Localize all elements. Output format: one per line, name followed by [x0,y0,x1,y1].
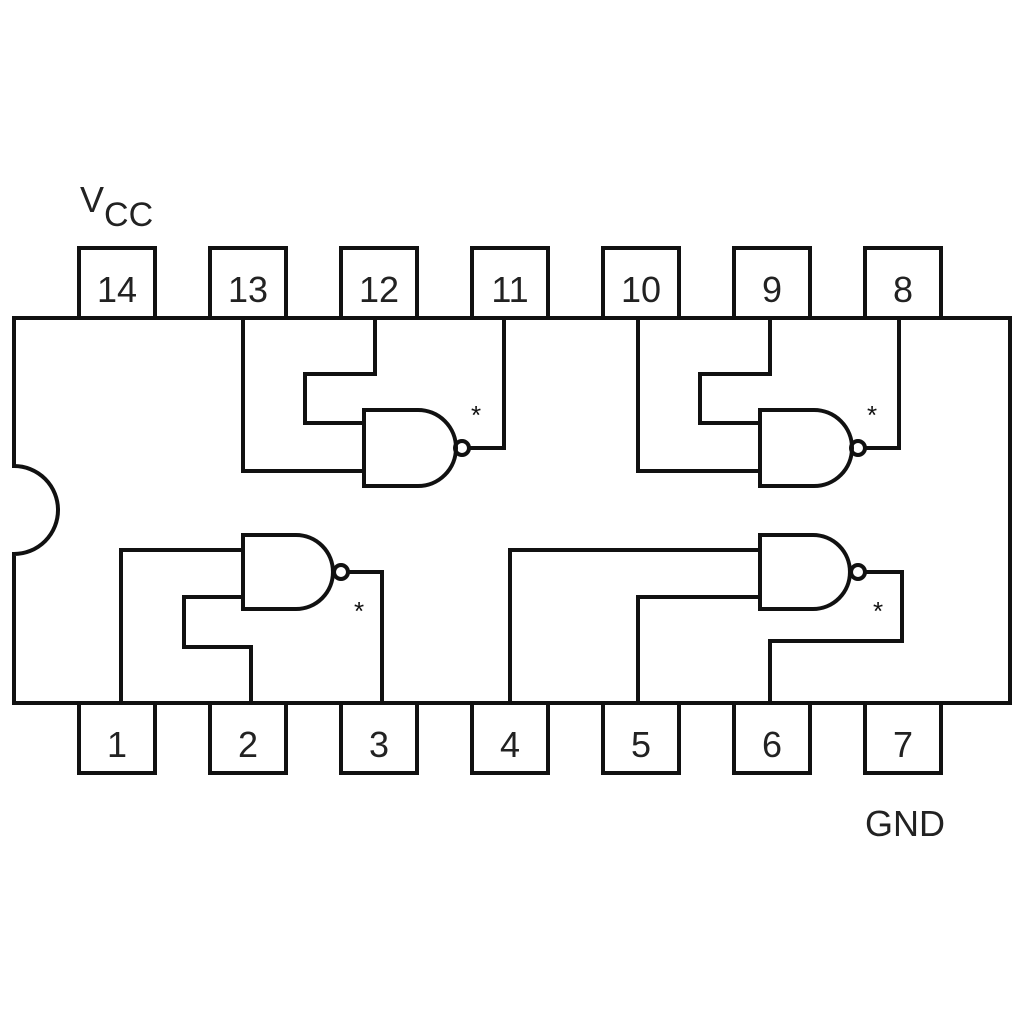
nand-gate-3: * [119,533,384,705]
pin-5 [601,701,681,775]
pin-label: 14 [97,269,137,310]
pin-1 [77,701,157,775]
chip-body [12,316,1012,705]
pin-label: 9 [762,269,782,310]
wire [346,570,384,705]
wire [119,548,245,705]
vcc-label: VCC [80,179,153,234]
pin-label: 10 [621,269,661,310]
nand-gate-2: * [636,316,901,488]
pin-14 [77,246,157,320]
pin-4 [470,701,550,775]
pin-label: 6 [762,724,782,765]
pin-13 [208,246,288,320]
pin-11 [470,246,550,320]
pin-12 [339,246,419,320]
pin-label: 1 [107,724,127,765]
pin-label: 5 [631,724,651,765]
wire [241,316,366,473]
pin-10 [601,246,681,320]
wire [768,570,904,705]
gate-marker: * [873,596,883,626]
pin-label: 8 [893,269,913,310]
pin-9 [732,246,812,320]
wire [182,595,253,705]
pin-label: 3 [369,724,389,765]
bottom-pin-row: 1 2 3 4 5 6 7 [77,701,943,775]
pin-label: 7 [893,724,913,765]
gate-marker: * [471,400,481,430]
top-pin-row: 14 13 12 11 10 9 8 [77,246,943,320]
pin-label: 13 [228,269,268,310]
wire [863,316,901,450]
pin-2 [208,701,288,775]
wire [508,548,762,705]
pin-label: 2 [238,724,258,765]
wire [303,316,377,425]
wire [636,316,762,473]
pin-3 [339,701,419,775]
pin-7 [863,701,943,775]
gate-marker: * [867,400,877,430]
wire [467,316,506,450]
gnd-label: GND [865,803,945,844]
pin-8 [863,246,943,320]
gate-marker: * [354,596,364,626]
pin-label: 12 [359,269,399,310]
nand-gate-4: * [508,533,904,705]
wire [636,595,762,705]
nand-gate-1: * [241,316,506,488]
wire [698,316,772,425]
pin-label: 4 [500,724,520,765]
pin-label: 11 [491,269,528,310]
